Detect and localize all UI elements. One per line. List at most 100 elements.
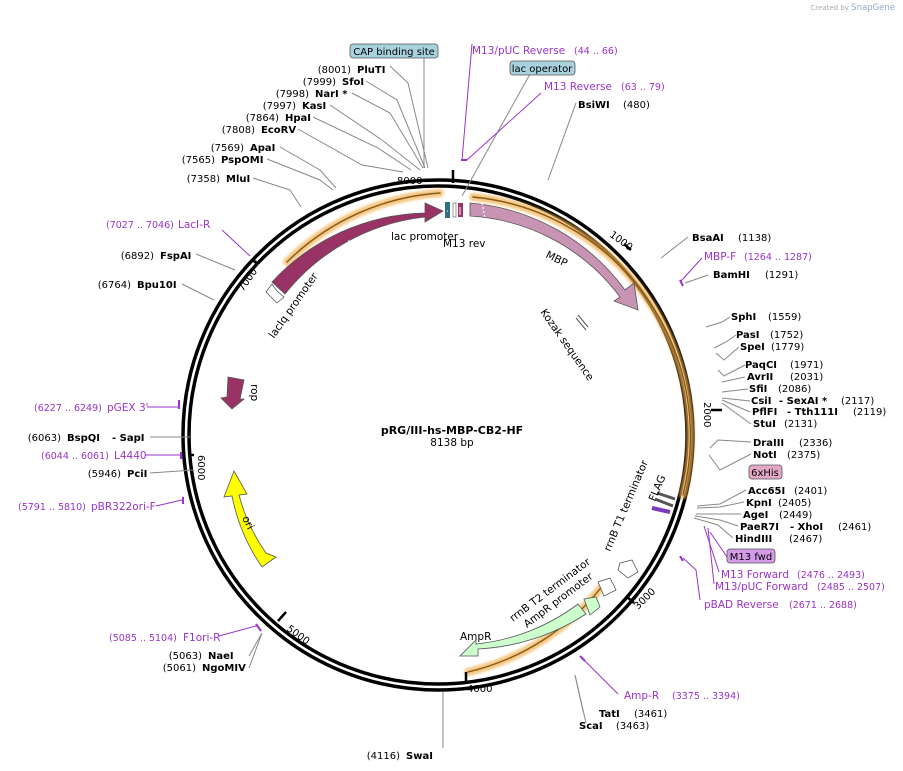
enzyme-label: (7864): [246, 113, 279, 124]
enzyme-label: (2467): [789, 534, 822, 545]
enzyme-labels-left: (8001) PluTI (7999) SfoI (7998) NarI * (…: [28, 65, 433, 762]
snapgene-credit: Created by SnapGene: [810, 3, 895, 13]
enzyme-label: FspAI: [160, 251, 191, 262]
enzyme-label: BsiWI: [578, 100, 610, 111]
enzyme-label: SphI: [731, 312, 756, 323]
feature-label-kozak: Kozak sequence: [538, 307, 596, 383]
enzyme-label: PflFI: [752, 407, 777, 418]
snapgene-brand: SnapGene: [851, 3, 895, 13]
primer-label: L4440: [114, 450, 147, 462]
enzyme-label: (7565): [182, 155, 215, 166]
enzyme-label: PaeR7I: [740, 522, 779, 533]
lac-operator-label: lac operator: [512, 64, 573, 75]
enzyme-label: (2401): [794, 486, 827, 497]
enzyme-label: (4116): [367, 751, 400, 762]
enzyme-label: BamHI: [713, 270, 750, 281]
primer-label: pBR322ori-F: [91, 501, 156, 513]
enzyme-label: (2117): [841, 396, 874, 407]
enzyme-label: (2031): [790, 372, 823, 383]
enzyme-label: KasI: [302, 101, 326, 112]
feature-label-laci: lacI: [347, 233, 368, 251]
primer-range: (1264 .. 1287): [744, 252, 812, 263]
lac-region-ticks: [447, 207, 461, 215]
enzyme-label: PciI: [127, 469, 147, 480]
primer-label: F1ori-R: [183, 632, 220, 644]
tick-label-6000: 6000: [195, 455, 206, 480]
primer-label: MBP-F: [704, 251, 736, 263]
ori-arrow: [223, 470, 277, 568]
feature-label-mbp: MBP: [544, 249, 570, 270]
enzyme-label: (7997): [263, 101, 296, 112]
enzyme-label: (5946): [88, 469, 121, 480]
primer-range: (6044 .. 6061): [41, 451, 109, 462]
feature-label-flag: FLAG: [647, 473, 669, 503]
primer-range: (3375 .. 3394): [672, 691, 740, 702]
primer-range: (2671 .. 2688): [789, 600, 857, 611]
primer-label: M13 Reverse: [544, 81, 612, 93]
enzyme-label: PspOMI: [221, 155, 263, 166]
enzyme-label: MluI: [226, 174, 250, 185]
primer-range: (5791 .. 5810): [18, 502, 86, 513]
enzyme-label: (480): [623, 100, 650, 111]
enzyme-label: Acc65I: [748, 486, 785, 497]
primer-range: (44 .. 66): [574, 46, 618, 57]
enzyme-label: (1752): [770, 330, 803, 341]
feature-label-ampr: AmpR: [460, 631, 491, 643]
laci-arrow: [271, 202, 444, 295]
tick-label-8000: 8000: [397, 176, 422, 187]
enzyme-label: (8001): [318, 65, 351, 76]
primer-label: Amp-R: [624, 690, 659, 702]
enzyme-label: (5061): [163, 663, 196, 674]
enzyme-label: - SexAI *: [779, 396, 828, 407]
enzyme-label: AgeI: [743, 510, 768, 521]
enzyme-label: (2086): [778, 384, 811, 395]
enzyme-label: DraIII: [753, 438, 784, 449]
enzyme-label: (1291): [765, 270, 798, 281]
enzyme-label: - Tth111I: [787, 407, 838, 418]
enzyme-label: ApaI: [250, 143, 275, 154]
mbp-arrow: [469, 202, 639, 311]
enzyme-label: (7808): [222, 125, 255, 136]
enzyme-label: (3463): [616, 721, 649, 732]
primer-label: M13/pUC Reverse: [472, 45, 565, 57]
enzyme-label: PluTI: [357, 65, 385, 76]
m13-fwd-label: M13 fwd: [730, 552, 772, 563]
enzyme-label: SfoI: [342, 77, 364, 88]
leader-lines: [149, 52, 752, 748]
lacq-promoter-arrow: [265, 283, 285, 304]
plasmid-name: pRG/III-hs-MBP-CB2-HF: [381, 424, 523, 437]
tick-label-3000: 3000: [632, 586, 658, 612]
mbp-start-mark: [481, 202, 486, 219]
enzyme-label: NotI: [753, 450, 777, 461]
primer-label: M13/pUC Forward: [715, 581, 808, 593]
enzyme-label: (2119): [853, 407, 886, 418]
enzyme-label: (1559): [768, 312, 801, 323]
primer-label: LacI-R: [178, 219, 210, 231]
enzyme-label: BspQI: [67, 433, 100, 444]
primer-range: (7027 .. 7046): [106, 220, 174, 231]
his-tag-label: 6xHis: [751, 468, 779, 479]
primer-label: pGEX 3': [107, 402, 149, 414]
enzyme-label: (5063): [169, 651, 202, 662]
enzyme-label: (2131): [784, 419, 817, 430]
primer-range: (63 .. 79): [621, 82, 665, 93]
enzyme-label: HindIII: [735, 534, 772, 545]
primer-marks: [178, 159, 684, 662]
primer-leaders: [145, 43, 728, 695]
feature-label-m13-rev: M13 rev: [443, 238, 486, 250]
enzyme-label: - XhoI: [790, 522, 823, 533]
rrnb-t2-symbol: [597, 577, 617, 597]
primer-label: M13 Forward: [721, 569, 789, 581]
ampr-arrow: [459, 603, 587, 657]
enzyme-label: ScaI: [579, 721, 603, 732]
enzyme-label: (2336): [799, 438, 832, 449]
kozak-mark: [575, 314, 589, 331]
ampr-promoter-arrow: [583, 596, 601, 616]
feature-label-ori: ori: [239, 514, 256, 532]
enzyme-label: (7998): [276, 89, 309, 100]
enzyme-label: - SapI: [112, 433, 144, 444]
enzyme-label: KpnI: [746, 498, 772, 509]
tick-label-2000: 2000: [701, 402, 712, 427]
enzyme-label: (2405): [778, 498, 811, 509]
enzyme-label: StuI: [753, 419, 776, 430]
